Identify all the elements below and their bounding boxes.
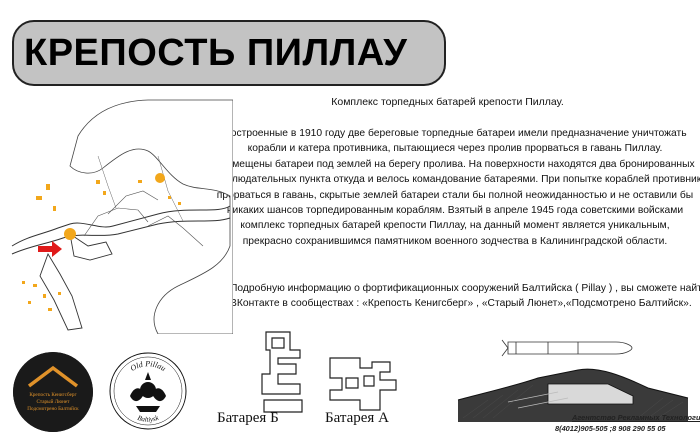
title-banner: КРЕПОСТЬ ПИЛЛАУ <box>12 20 446 86</box>
battery-a-label: Батарея А <box>325 410 389 426</box>
krepost-badge: Крепость Кенигсберг Старый Люнет Подсмот… <box>13 352 93 432</box>
battery-b-label: Батарея Б <box>217 410 279 426</box>
old-pillau-emblem: Old Pillau Baltiysk <box>109 352 187 430</box>
svg-text:Baltiysk: Baltiysk <box>136 413 160 423</box>
info-paragraph: Подробную информацию о фортификационных … <box>230 281 700 312</box>
emblem-bottom-text: Baltiysk <box>136 413 160 423</box>
badge-line-1: Крепость Кенигсберг <box>29 391 76 398</box>
agency-name: Агентство Рекламных Технологий <box>572 413 700 422</box>
torpedo-sketch <box>457 339 689 422</box>
body-line: наблюдательных пункта откуда и велось ко… <box>215 174 700 186</box>
info-line: Подробную информацию о фортификационных … <box>230 283 700 294</box>
svg-text:Old Pillau: Old Pillau <box>129 359 168 373</box>
badge-line-3: Подсмотрено Балтийск <box>27 405 79 412</box>
battery-plans <box>261 331 397 413</box>
body-line: прекрасно сохранившимся памятником военн… <box>242 235 668 247</box>
section-heading: Комплекс торпедных батарей крепости Пилл… <box>305 95 590 110</box>
body-line: Построенные в 1910 году две береговые то… <box>223 128 687 139</box>
badge-line-2: Старый Люнет <box>37 398 71 405</box>
description-paragraph: Построенные в 1910 году две береговые то… <box>215 126 700 249</box>
heading-text: Комплекс торпедных батарей крепости Пилл… <box>331 96 564 108</box>
agency-phones: 8(4012)905-505 ;8 908 290 55 05 <box>555 424 666 433</box>
battery-marker <box>64 228 76 240</box>
emblem-top-text: Old Pillau <box>129 359 168 373</box>
body-line: Размещены батареи под землей на берегу п… <box>215 158 695 170</box>
body-line: прорваться в гавань, скрытые землей бата… <box>216 189 694 201</box>
arrow-icon <box>38 241 62 257</box>
body-line: никаких шансов торпедированным кораблям.… <box>226 205 684 217</box>
body-line: корабли и катера противника, пытающиеся … <box>247 143 663 155</box>
fortress-map <box>11 99 233 334</box>
body-line: комплекс торпедных батарей крепости Пилл… <box>240 220 670 232</box>
info-line: ВКонтакте в сообществах : «Крепость Кени… <box>230 298 692 310</box>
page-title: КРЕПОСТЬ ПИЛЛАУ <box>24 31 408 74</box>
